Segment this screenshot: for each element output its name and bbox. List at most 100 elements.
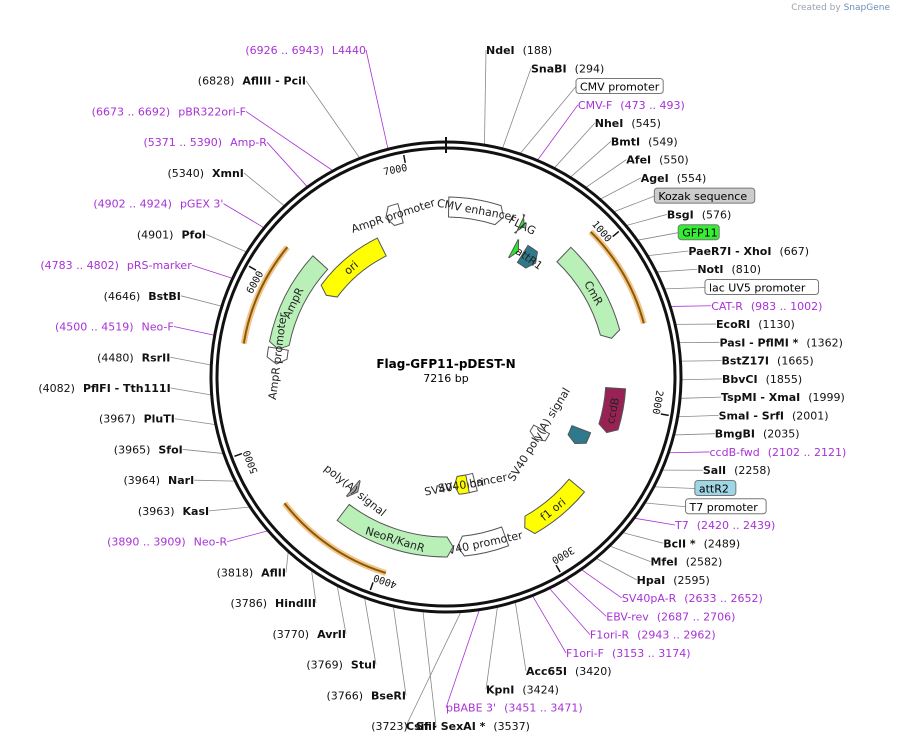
site-position: (2102 .. 2121) [768, 446, 847, 459]
enzyme-label: BmtI(549) [611, 135, 678, 148]
enzyme-name: SalI [703, 464, 726, 477]
leader-line [681, 396, 722, 399]
leader-line [243, 172, 285, 206]
enzyme-name: NarI [168, 474, 194, 487]
leader-line [445, 610, 480, 708]
site-position: (473 .. 493) [620, 99, 685, 112]
enzyme-name: BstBI [148, 290, 181, 303]
primer-arc [589, 231, 645, 324]
feature-box [704, 279, 820, 296]
leader-line [657, 268, 698, 273]
enzyme-name: PflFI - Tth111I [83, 382, 171, 395]
feature-ampr [268, 255, 329, 350]
enzyme-name: AflII [261, 566, 286, 579]
site-position: (2035) [763, 428, 800, 441]
feature-attr1 [516, 244, 538, 269]
site-position: (6828) [198, 75, 235, 88]
site-position: (1855) [766, 373, 803, 386]
site-position: (2687 .. 2706) [657, 610, 736, 623]
site-position: (294) [575, 62, 605, 75]
site-position: (4901) [137, 228, 174, 241]
enzyme-label: AfeI (550) [626, 154, 688, 167]
leader-line [173, 326, 214, 336]
feature-attr2 [567, 424, 592, 444]
enzyme-label: (3963)KasI [138, 505, 209, 518]
primer-label: (4500 .. 4519)Neo-F [55, 321, 174, 334]
enzyme-label: (4082)PflFI - Tth111I [38, 382, 170, 395]
enzyme-name: AfeI [626, 154, 651, 167]
feature-gfp11 [508, 239, 520, 259]
enzyme-name: AflIII - PciI [242, 75, 306, 88]
enzyme-label: NheI(545) [595, 117, 661, 130]
enzyme-name: PfoI [181, 228, 206, 241]
enzyme-name: CsiI - SexAI * [406, 720, 486, 733]
site-position: (2001) [792, 409, 829, 422]
tick-mark [369, 582, 374, 591]
enzyme-name: AgeI [641, 172, 669, 185]
leader-line [626, 214, 667, 226]
feature-sv40-poly-a-signal [529, 424, 551, 442]
leader-line [245, 111, 333, 171]
leader-line [170, 356, 211, 366]
leader-line [671, 305, 712, 307]
primer-label: EBV-rev(2687 .. 2706) [606, 610, 735, 623]
leader-line [581, 569, 623, 599]
enzyme-label: AgeI(554) [641, 172, 707, 185]
site-position: (550) [659, 154, 689, 167]
site-position: (188) [523, 44, 553, 57]
primer-name: Neo-F [142, 321, 174, 334]
tick-label: 2000 [650, 389, 665, 415]
primer-name: Amp-R [230, 136, 267, 149]
leader-line [678, 415, 719, 418]
primer-label: T7(2420 .. 2439) [674, 519, 775, 532]
enzyme-label: (5340)XmnI [167, 167, 243, 180]
enzyme-name: KpnI [486, 683, 514, 696]
site-position: (3153 .. 3174) [612, 647, 691, 660]
leader-line [182, 449, 223, 454]
primer-name: pBABE 3' [446, 702, 496, 715]
primer-label: F1ori-R(2943 .. 2962) [590, 629, 716, 642]
plasmid-backbone [209, 137, 683, 614]
enzyme-label: Acc65I(3420) [526, 665, 612, 678]
enzyme-label: (3965)SfoI [114, 443, 183, 456]
primer-label: CAT-R(983 .. 1002) [711, 300, 822, 313]
enzyme-name: RsrII [142, 351, 171, 364]
leader-line [174, 418, 215, 425]
leader-line [610, 545, 651, 562]
leader-line [205, 233, 247, 253]
leader-line [336, 586, 347, 634]
enzyme-name: SfiI [416, 720, 436, 733]
enzyme-label: BbvCI(1855) [722, 373, 802, 386]
site-position: (2582) [686, 556, 723, 569]
enzyme-label: BclI *(2489) [663, 537, 740, 550]
leader-line [266, 141, 308, 187]
feature-cmr [556, 246, 621, 339]
feature-box-label: T7 promoter [689, 501, 759, 514]
snapgene-credit: Created by SnapGene [791, 3, 890, 13]
primer-name: T7 [674, 519, 689, 532]
enzyme-label: (6828) AflIII - PciI [198, 75, 306, 88]
right-site-labels[interactable]: NdeI(188)SnaBI(294)CMV promoterCMV-F(473… [406, 44, 846, 733]
feature-box [575, 78, 664, 95]
leader-line [674, 433, 715, 436]
enzyme-label: (4901) PfoI [137, 228, 206, 241]
primer-label: CMV-F(473 .. 493) [578, 99, 685, 112]
enzyme-label: BstZ17I(1665) [721, 355, 813, 368]
primer-label: (5371 .. 5390)Amp-R [144, 136, 268, 149]
snapgene-logo: SnapGene [843, 3, 890, 13]
primer-name: pBR322ori-F [178, 105, 246, 118]
enzyme-name: HindIII [275, 597, 316, 610]
site-position: (4480) [97, 351, 134, 364]
site-position: (2258) [734, 464, 771, 477]
site-position: (1999) [808, 391, 845, 404]
enzyme-label: NotI(810) [697, 263, 761, 276]
feature-ori [320, 237, 387, 298]
enzyme-label: (3964)NarI [123, 474, 194, 487]
enzyme-name: HpaI [637, 574, 666, 587]
enzyme-name: BsgI [667, 208, 694, 221]
site-position: (3723) [371, 720, 408, 733]
left-site-labels[interactable]: (6926 .. 6943)L4440(6828)AflIII - PciI(6… [38, 44, 436, 733]
primer-name: ccdB-fwd [710, 446, 760, 459]
tick-mark [555, 564, 561, 573]
leader-line [638, 232, 679, 241]
